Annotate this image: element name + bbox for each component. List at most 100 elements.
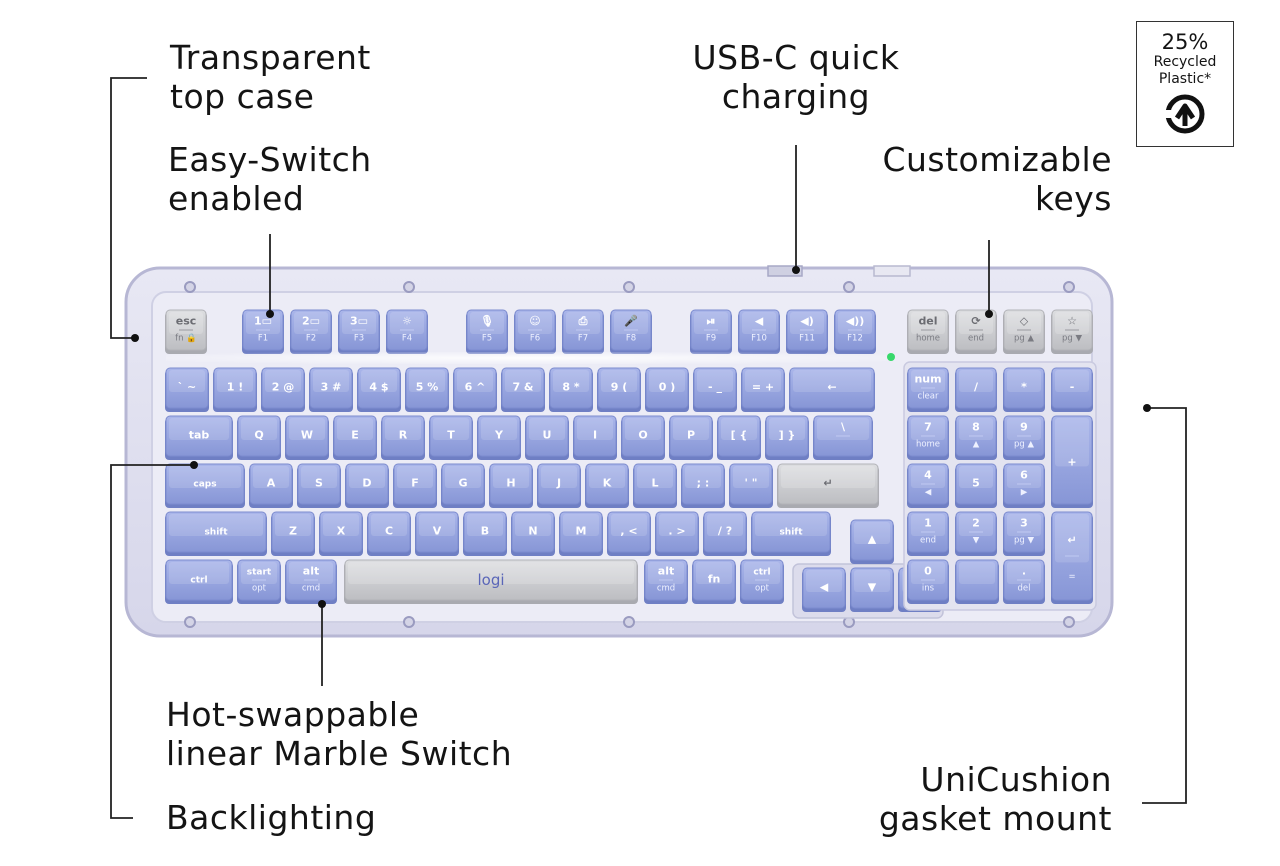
arrow-up-key[interactable]: ▲ (850, 519, 894, 564)
home-row-key[interactable]: S (297, 463, 341, 508)
home-row-key[interactable]: A (249, 463, 293, 508)
number-row-key[interactable]: 6 ^ (453, 367, 497, 412)
top-row-key[interactable]: Y (477, 415, 521, 460)
arrow-down-key[interactable]: ▼ (850, 567, 894, 612)
bottom-row-key[interactable]: X (319, 511, 363, 556)
bottom-row-key[interactable]: M (559, 511, 603, 556)
top-row-key[interactable]: [ { (717, 415, 761, 460)
bottom-row-key[interactable]: . > (655, 511, 699, 556)
arrow-left-key[interactable]: ◀ (802, 567, 846, 612)
numpad-key[interactable]: 3pg ▼ (1003, 511, 1045, 556)
numpad-key-gap[interactable] (955, 559, 999, 604)
bottom-row-key[interactable]: shift (751, 511, 831, 556)
top-row-key[interactable]: P (669, 415, 713, 460)
bottom-row-key[interactable]: N (511, 511, 555, 556)
numpad-key[interactable]: 5 (955, 463, 997, 508)
number-row-key[interactable]: 2 @ (261, 367, 305, 412)
fn-row-key[interactable]: 2▭F2 (290, 309, 332, 354)
fn-row-key[interactable]: 1▭F1 (242, 309, 284, 354)
home-row-key[interactable]: K (585, 463, 629, 508)
home-row-key[interactable]: G (441, 463, 485, 508)
numpad-key[interactable]: ↵= (1051, 511, 1093, 604)
fn-row-key[interactable]: ⏯F9 (690, 309, 732, 354)
numpad-key[interactable]: - (1051, 367, 1093, 412)
fn-row-key[interactable]: 🎙F5 (466, 309, 508, 354)
numpad-key[interactable]: / (955, 367, 997, 412)
number-row-key[interactable]: 9 ( (597, 367, 641, 412)
numpad-key[interactable]: 2▼ (955, 511, 997, 556)
bottom-row-key[interactable]: V (415, 511, 459, 556)
number-row-key[interactable]: ` ~ (165, 367, 209, 412)
numpad-key[interactable]: 8▲ (955, 415, 997, 460)
fn-row-key[interactable]: ⎙F7 (562, 309, 604, 354)
fn-row-key[interactable]: ⟳end (955, 309, 997, 354)
home-row-key[interactable]: D (345, 463, 389, 508)
number-row-key[interactable]: 1 ! (213, 367, 257, 412)
modifier-key[interactable]: fn (692, 559, 736, 604)
fn-row-key[interactable]: ◀)F11 (786, 309, 828, 354)
top-row-key[interactable]: tab (165, 415, 233, 460)
bottom-row-key[interactable]: , < (607, 511, 651, 556)
fn-row-key[interactable]: 🎤F8 (610, 309, 652, 354)
home-row-key[interactable]: ; : (681, 463, 725, 508)
fn-row-key[interactable]: ☆pg ▼ (1051, 309, 1093, 354)
top-row-key[interactable]: R (381, 415, 425, 460)
fn-row-key[interactable]: ◀))F12 (834, 309, 876, 354)
home-row-key[interactable]: caps (165, 463, 245, 508)
home-row-key[interactable]: F (393, 463, 437, 508)
top-row-key[interactable]: T (429, 415, 473, 460)
top-row-key[interactable]: E (333, 415, 377, 460)
top-row-key[interactable]: I (573, 415, 617, 460)
top-row-key[interactable]: Q (237, 415, 281, 460)
number-row-key[interactable]: 4 $ (357, 367, 401, 412)
numpad-key[interactable]: 6▶ (1003, 463, 1045, 508)
numpad-key[interactable]: * (1003, 367, 1045, 412)
numpad-key[interactable]: .del (1003, 559, 1045, 604)
home-row-key[interactable]: ↵ (777, 463, 879, 508)
fn-row-key[interactable]: ☺F6 (514, 309, 556, 354)
home-row-key[interactable]: L (633, 463, 677, 508)
home-row-key[interactable]: H (489, 463, 533, 508)
top-row-key[interactable]: W (285, 415, 329, 460)
bottom-row-key[interactable]: shift (165, 511, 267, 556)
number-row-key[interactable]: 0 ) (645, 367, 689, 412)
bottom-row-key[interactable]: C (367, 511, 411, 556)
number-row-key[interactable]: - _ (693, 367, 737, 412)
key-label: 2 @ (272, 380, 294, 393)
number-row-key[interactable]: ← (789, 367, 875, 412)
spacebar[interactable] (344, 559, 638, 604)
top-row-key[interactable]: O (621, 415, 665, 460)
numpad-key[interactable]: 4◀ (907, 463, 949, 508)
fn-row-key[interactable]: 3▭F3 (338, 309, 380, 354)
bottom-row-key[interactable]: / ? (703, 511, 747, 556)
number-row-key[interactable]: = + (741, 367, 785, 412)
fn-row-key[interactable]: ☼F4 (386, 309, 428, 354)
bottom-row-key[interactable]: B (463, 511, 507, 556)
number-row-key[interactable]: 3 # (309, 367, 353, 412)
key-label: esc (176, 314, 197, 327)
fn-row-key[interactable]: ◀F10 (738, 309, 780, 354)
modifier-key[interactable]: ctrl (165, 559, 233, 604)
home-row-key[interactable]: J (537, 463, 581, 508)
numpad-key[interactable]: + (1051, 415, 1093, 508)
bottom-row-key[interactable]: Z (271, 511, 315, 556)
home-row-key[interactable]: ' " (729, 463, 773, 508)
fn-row-key[interactable]: ◇pg ▲ (1003, 309, 1045, 354)
number-row-key[interactable]: 5 % (405, 367, 449, 412)
top-row-key[interactable]: \ (813, 415, 873, 460)
number-row-key[interactable]: 7 & (501, 367, 545, 412)
top-row-key[interactable]: ] } (765, 415, 809, 460)
numpad-key[interactable]: 9pg ▲ (1003, 415, 1045, 460)
top-row-key[interactable]: U (525, 415, 569, 460)
number-row-key[interactable]: 8 * (549, 367, 593, 412)
